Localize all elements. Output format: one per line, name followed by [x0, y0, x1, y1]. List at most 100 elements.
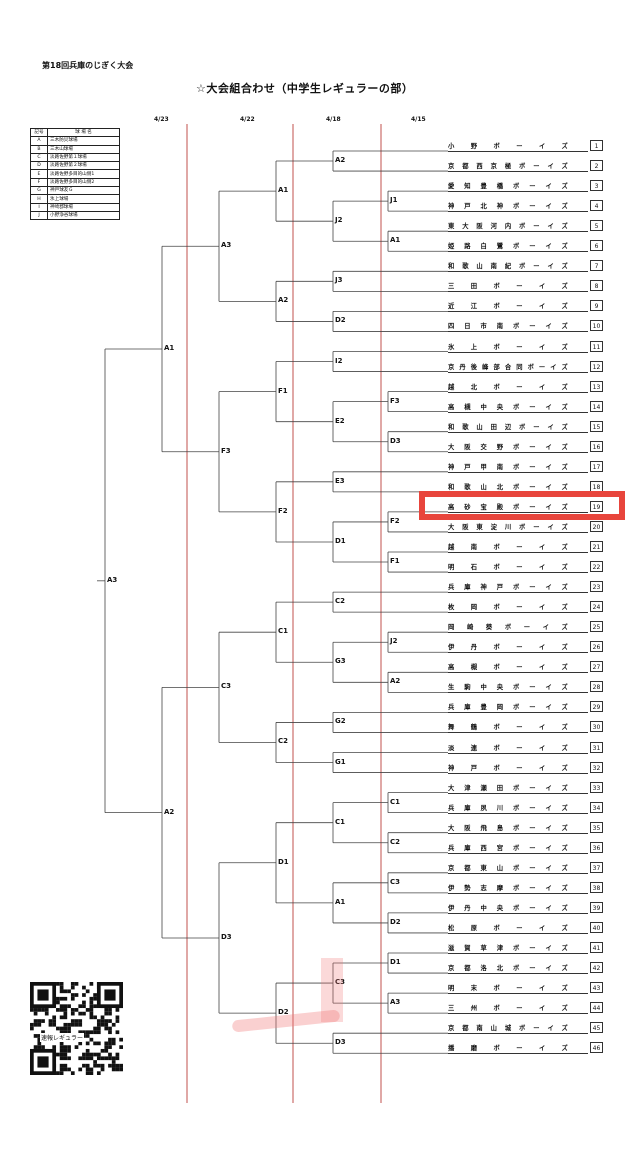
team-name: 高槻ボーイズ [448, 664, 585, 672]
team-number: 27 [590, 661, 603, 673]
team-row: 兵庫豊岡ボーイズ [448, 701, 588, 714]
team-name: 近江ボーイズ [448, 303, 585, 311]
team-row: 兵庫西宮ボーイズ [448, 842, 588, 854]
team-number: 32 [590, 761, 603, 773]
team-number: 31 [590, 741, 603, 753]
team-number: 11 [590, 340, 603, 352]
venue-code: D3 [390, 436, 401, 445]
venue-code: C3 [390, 877, 401, 886]
team-name: 伊勢志摩ボーイズ [448, 884, 578, 892]
team-name: 京都東山ボーイズ [448, 864, 578, 872]
team-number: 15 [590, 420, 603, 432]
team-row: 和歌山南紀ボーイズ [448, 260, 588, 273]
venue-code: F1 [390, 557, 400, 566]
team-number: 23 [590, 581, 603, 593]
team-name: 兵庫神戸ボーイズ [448, 584, 578, 592]
team-number: 36 [590, 841, 603, 853]
team-name: 播磨ボーイズ [448, 1045, 585, 1053]
team-name: 滋賀草津ボーイズ [448, 945, 578, 952]
team-row: 伊丹ボーイズ [448, 641, 588, 654]
team-name: 大阪東淀川ボーイズ [448, 523, 576, 531]
venue-code: G3 [335, 657, 346, 666]
team-row: 伊丹中央ボーイズ [448, 902, 588, 914]
venue-code: A1 [335, 897, 346, 906]
team-row: 京都東山ボーイズ [448, 862, 588, 874]
team-row: 生駒中央ボーイズ [448, 681, 588, 694]
team-row: 高槻中央ボーイズ [448, 401, 588, 413]
venue-code: G1 [335, 757, 346, 766]
date-round-r2: 4/18 [326, 116, 341, 123]
team-number: 21 [590, 541, 603, 552]
venue-code: F1 [278, 386, 288, 395]
team-row: 姫路白鷺ボーイズ [448, 240, 588, 253]
team-name: 伊丹ボーイズ [448, 644, 585, 652]
venue-code: I2 [335, 356, 343, 365]
team-name: 兵庫豊岡ボーイズ [448, 704, 578, 712]
team-name: 越北ボーイズ [448, 383, 585, 391]
team-row: 三田ボーイズ [448, 280, 588, 293]
team-name: 兵庫夙川ボーイズ [448, 804, 578, 812]
team-name: 三州ボーイズ [448, 1005, 585, 1013]
qr-caption: 速報レギュラー [40, 1033, 85, 1042]
team-row: 京丹後峰部合同ボーイズ [448, 361, 588, 373]
venue-code: A3 [107, 575, 118, 584]
venue-code: C2 [390, 837, 401, 846]
team-row: 神戸北神ボーイズ [448, 200, 588, 213]
team-name: 東大阪河内ボーイズ [448, 223, 576, 231]
venue-code: E3 [335, 476, 345, 485]
highlight-box [419, 491, 625, 520]
team-name: 生駒中央ボーイズ [448, 684, 578, 692]
team-row: 京都南山城ボーイズ [448, 1022, 588, 1035]
team-row: 四日市南ボーイズ [448, 320, 588, 333]
team-number: 43 [590, 982, 603, 994]
team-number: 4 [590, 200, 603, 212]
team-name: 大津瀬田ボーイズ [448, 784, 578, 792]
venue-code: D3 [221, 932, 232, 941]
team-row: 高砂宝殿ボーイズ [448, 501, 588, 513]
team-name: 愛知豊橋ボーイズ [448, 183, 578, 191]
team-name: 枚岡ボーイズ [448, 604, 585, 612]
team-name: 伊丹中央ボーイズ [448, 904, 578, 912]
team-number: 6 [590, 240, 603, 252]
team-number: 35 [590, 821, 603, 833]
venue-code: A1 [278, 186, 289, 195]
team-number: 24 [590, 601, 603, 613]
team-row: 氷上ボーイズ [448, 341, 588, 353]
venue-code: C2 [278, 737, 289, 746]
team-name: 明石ボーイズ [448, 564, 585, 572]
team-number: 38 [590, 881, 603, 893]
venue-code: D2 [335, 316, 346, 325]
team-number: 46 [590, 1042, 603, 1054]
team-row: 大阪交野ボーイズ [448, 441, 588, 453]
team-number: 20 [590, 520, 603, 532]
team-row: 京都西京極ボーイズ [448, 160, 588, 173]
date-round-qf: 4/22 [240, 116, 255, 123]
team-row: 和歌山田辺ボーイズ [448, 421, 588, 433]
venue-code: A2 [390, 677, 401, 686]
team-name: 神戸北神ボーイズ [448, 203, 578, 211]
venue-code: D3 [335, 1038, 346, 1047]
team-number: 33 [590, 781, 603, 793]
venue-code: C3 [335, 978, 346, 987]
team-name: 神戸甲南ボーイズ [448, 463, 578, 471]
team-number: 7 [590, 260, 603, 272]
team-number: 45 [590, 1022, 603, 1034]
date-round-r1: 4/15 [411, 116, 426, 123]
qr-code[interactable] [30, 982, 123, 1075]
venue-code: A3 [221, 241, 232, 250]
team-row: 枚岡ボーイズ [448, 601, 588, 614]
team-number: 39 [590, 901, 603, 913]
team-name: 京都西京極ボーイズ [448, 163, 576, 171]
legend-venue-name: 小野浄谷球場 [47, 210, 120, 221]
venue-code: J3 [335, 276, 343, 285]
team-name: 舞鶴ボーイズ [448, 724, 585, 732]
venue-code: D1 [390, 958, 401, 967]
team-name: 神戸ボーイズ [448, 764, 585, 772]
team-row: 大阪東淀川ボーイズ [448, 521, 588, 533]
team-number: 34 [590, 801, 603, 813]
venue-code: C1 [335, 817, 346, 826]
team-number: 17 [590, 460, 603, 472]
team-name: 三田ボーイズ [448, 283, 585, 291]
